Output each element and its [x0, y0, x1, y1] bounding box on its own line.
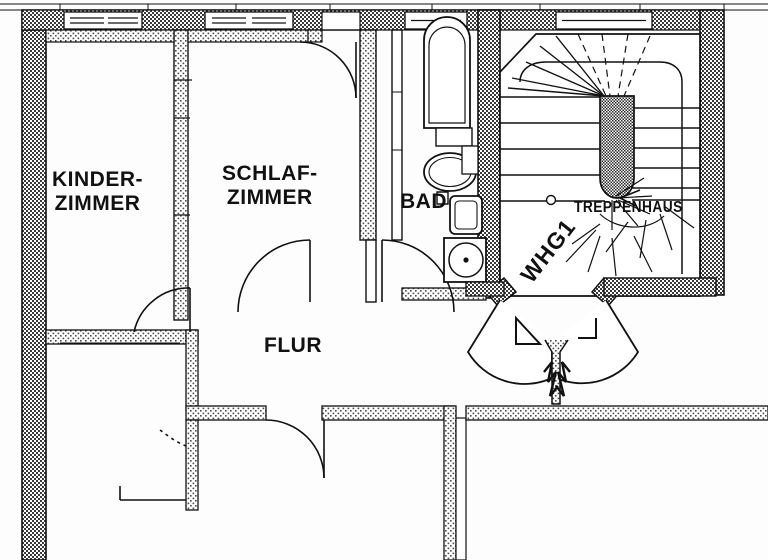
room-label-bad: BAD — [400, 190, 447, 213]
bathtub-icon — [423, 16, 471, 129]
door-flur-bad — [381, 239, 455, 313]
window-treppenhaus — [555, 11, 653, 30]
partition-schlaf-right — [359, 29, 377, 303]
door-mark-left — [515, 315, 543, 345]
partition-flur-bottom-mid — [185, 405, 267, 511]
wall-entrance-right-return — [603, 277, 717, 297]
door-schlafzimmer-flur — [237, 239, 311, 313]
room-label-treppenhaus: TREPPENHAUS — [574, 199, 683, 216]
zigzag-left — [543, 361, 559, 397]
toilet-icon — [436, 191, 483, 235]
partition-bad-left — [391, 29, 403, 241]
door-mark-right — [578, 318, 597, 339]
partition-bottom-far-right — [465, 405, 768, 421]
staircase — [499, 33, 701, 297]
stair-lower-fan — [565, 205, 695, 277]
wall-top-cap — [0, 3, 768, 11]
room-label-flur: FLUR — [264, 334, 322, 357]
door-flur-left — [133, 287, 191, 333]
partition-top-stub-right — [187, 29, 323, 43]
stair-direction-lines — [611, 177, 653, 230]
room-label-kinderzimmer: KINDER- ZIMMER — [52, 168, 143, 215]
room-label-schlafzimmer: SCHLAF- ZIMMER — [222, 162, 318, 209]
partition-kinder-schlaf — [173, 29, 192, 321]
wall-entrance-left-return — [465, 281, 505, 297]
entrance-center-post — [543, 339, 571, 405]
exterior-wall-left — [21, 29, 47, 560]
door-entry-right-leaf — [555, 299, 640, 385]
window-schlafzimmer — [204, 11, 294, 30]
partition-lower-room-stub — [119, 429, 187, 501]
partition-flur-bottom-right — [321, 405, 467, 560]
zigzag-right — [555, 361, 571, 397]
exterior-wall-right — [699, 9, 725, 296]
floor-drain-icon — [443, 237, 487, 283]
entrance-door-group — [466, 276, 640, 405]
stair-newel — [599, 95, 635, 199]
partition-upper-strip — [321, 11, 361, 31]
door-flur-lower — [265, 419, 325, 479]
stair-winders-dashed — [577, 33, 651, 97]
door-entry-left-leaf — [466, 299, 553, 385]
bathtub-shelf — [435, 127, 473, 147]
partition-top-stub-left — [45, 29, 175, 43]
door-schlafzimmer-top — [299, 41, 357, 99]
window-kinderzimmer — [63, 11, 143, 30]
stair-walkline-node — [545, 194, 557, 206]
stair-winders — [507, 35, 605, 97]
partition-flur-vertical-mid — [185, 329, 199, 411]
washbasin-icon — [423, 145, 479, 192]
partition-flur-bottom-left — [45, 329, 199, 345]
